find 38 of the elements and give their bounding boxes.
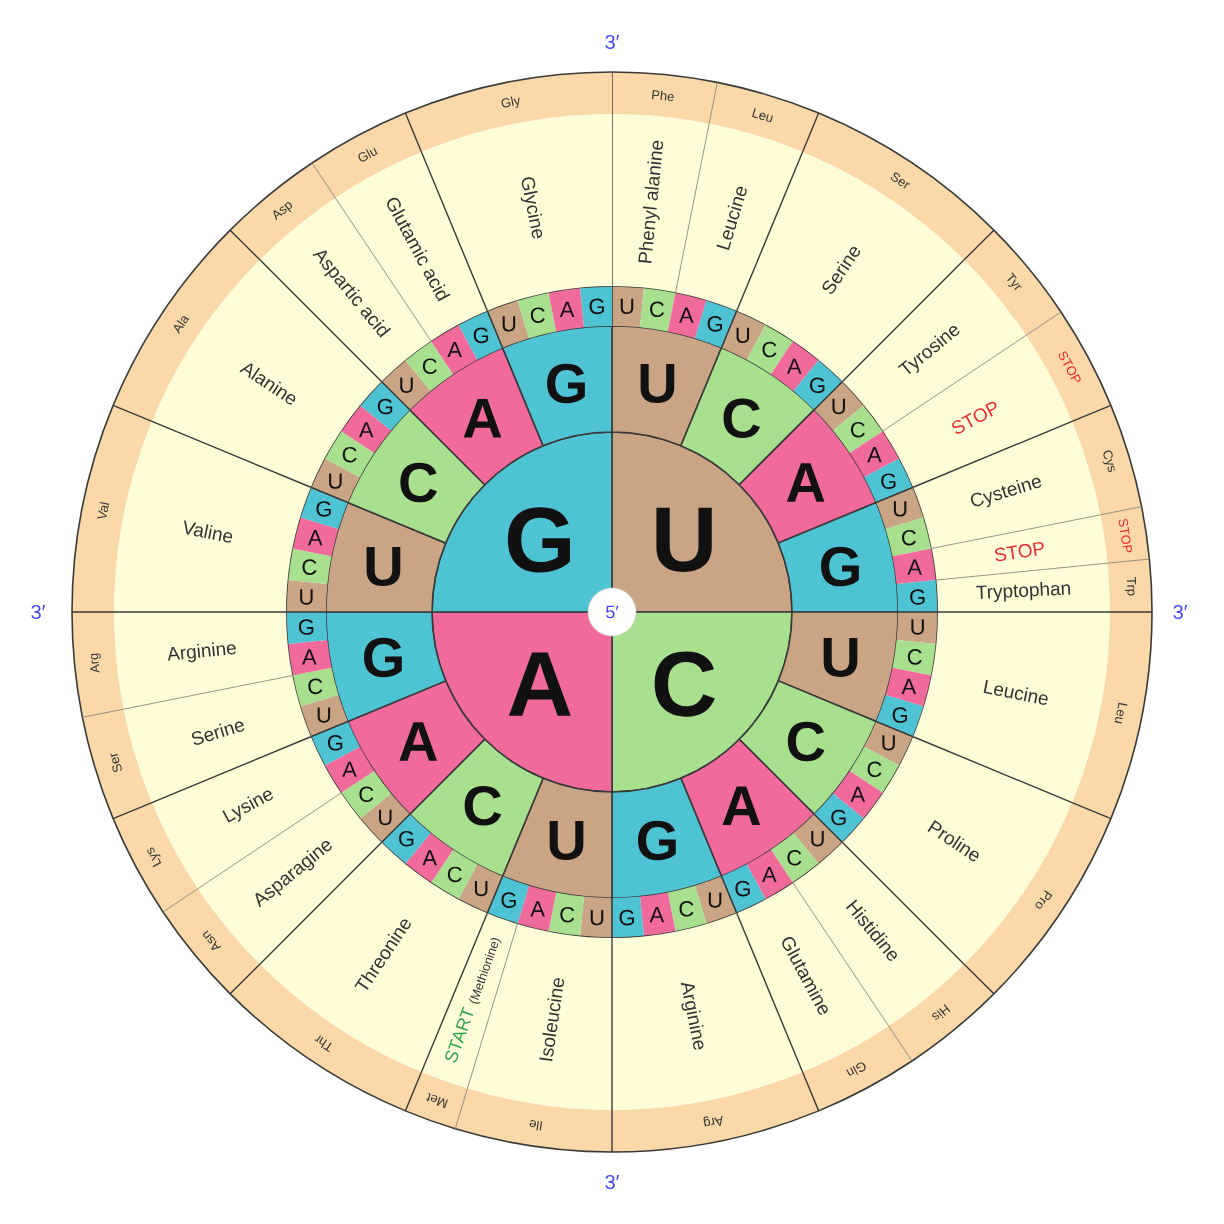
node-label: Phenyl alanine bbox=[638, 140, 664, 263]
codon-cell: C bbox=[667, 885, 708, 933]
codon-cell: C bbox=[885, 516, 933, 557]
end-label: 3′ bbox=[605, 34, 620, 50]
codon-cell: A bbox=[291, 516, 339, 557]
node-label: Arginine bbox=[680, 982, 704, 1050]
codon-cell: U bbox=[695, 875, 738, 925]
codon-cell: G bbox=[579, 285, 613, 328]
codon-cell: C bbox=[291, 667, 339, 708]
node-label: Leucine bbox=[983, 680, 1048, 705]
codon-cell: C bbox=[286, 547, 332, 584]
node-label: Valine bbox=[184, 520, 233, 543]
codon-cell: A bbox=[516, 885, 557, 933]
codon-cell: C bbox=[516, 291, 557, 339]
amino-acid-sector: STOP bbox=[931, 514, 1108, 581]
codon-cell: C bbox=[640, 286, 677, 332]
node-label: Glycine bbox=[520, 177, 543, 239]
codon-cell: A bbox=[892, 547, 938, 584]
node-label: Isoleucine bbox=[539, 978, 565, 1062]
codon-cell: C bbox=[547, 892, 584, 938]
end-label: 3′ bbox=[605, 1174, 620, 1190]
codon-cell: A bbox=[547, 286, 584, 332]
codon-cell: U bbox=[299, 695, 349, 738]
codon-cell: A bbox=[640, 892, 677, 938]
codon-cell: U bbox=[486, 299, 529, 349]
codon-cell: U bbox=[611, 285, 645, 328]
codon-cell: A bbox=[286, 640, 332, 677]
amino-acid-sector: Tryptophan bbox=[936, 562, 1110, 612]
end-label: 3′ bbox=[31, 604, 46, 620]
codon-cell: U bbox=[875, 486, 925, 529]
end-label: 3′ bbox=[1173, 604, 1188, 620]
node-label: Tryptophan bbox=[975, 582, 1071, 603]
codon-cell: A bbox=[667, 291, 708, 339]
amino-acid-sector: Arginine bbox=[114, 612, 293, 710]
codon-cell: C bbox=[892, 640, 938, 677]
node-label: Arginine bbox=[167, 642, 236, 663]
amino-acid-sector: Phenyl alanine bbox=[611, 113, 710, 293]
codon-cell: A bbox=[885, 667, 933, 708]
